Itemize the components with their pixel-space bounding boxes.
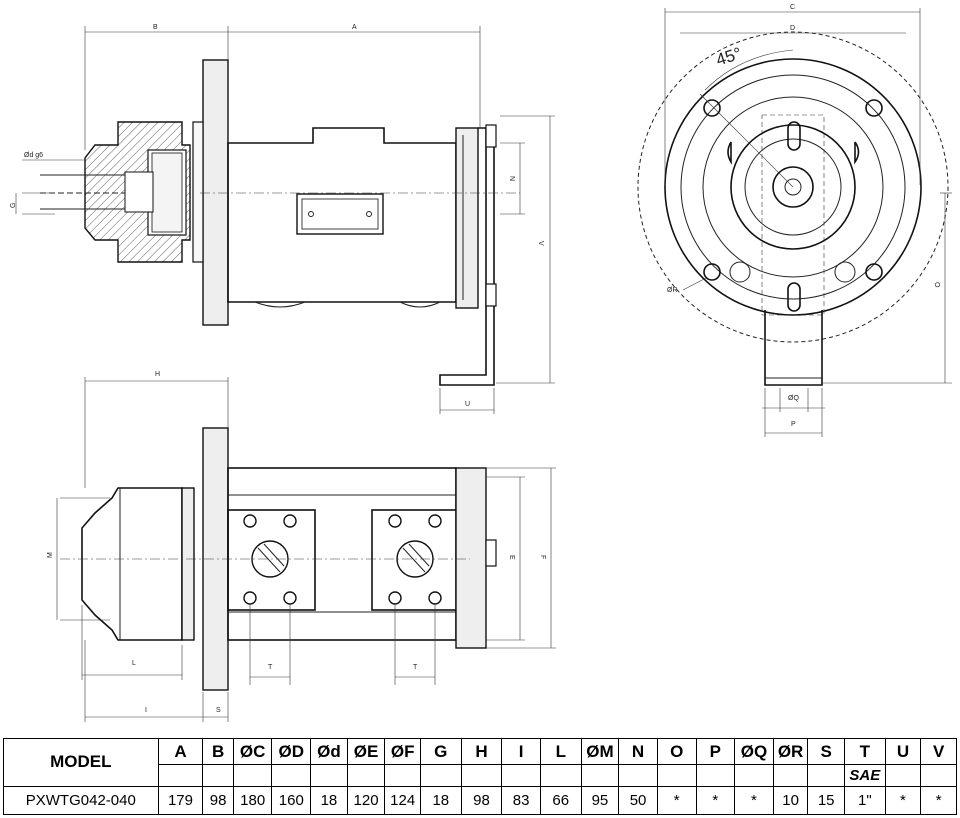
header-cell: H [460,737,503,766]
cell: 10 [772,785,809,816]
header-cell: A [157,737,204,766]
cell: * [884,785,922,816]
header-cell: U [884,737,922,766]
cell: 179 [157,785,204,816]
cell: 83 [501,785,541,816]
header-cell: L [539,737,582,766]
table-row: PXWTG042-040 179 98 180 160 18 120 124 1… [3,785,957,816]
technical-drawing: B A Ød g6 G N V U [10,4,952,722]
spec-table: MODEL A B ØC ØD Ød ØE ØF G H I L ØM N O … [3,737,957,816]
dim-label-OQ: ØQ [788,395,799,402]
table-header-row: MODEL A B ØC ØD Ød ØE ØF G H I L ØM N O … [3,737,957,787]
header-cell: S [807,737,845,766]
cell: * [734,785,774,816]
header-cell: ØE [346,737,386,766]
header-cell: MODEL [3,738,159,787]
cell: 1" [843,785,886,816]
cell: 95 [580,785,620,816]
dim-label-U: U [465,401,470,408]
dim-label-D: D [790,25,795,32]
header-cell: O [656,737,697,766]
dim-label-OR: ØR [667,287,678,294]
cell: 50 [618,785,658,816]
dim-label-T1: T [268,664,273,671]
header-cell: ØF [384,737,421,766]
port-block-inlet [227,509,316,611]
dim-label-F: F [539,555,546,559]
cell: 98 [460,785,503,816]
dim-label-B: B [153,24,158,31]
cell: 120 [346,785,386,816]
cell: 160 [271,785,312,816]
dim-label-dg6: Ød g6 [24,152,43,159]
dim-label-S: S [216,707,221,714]
dim-label-I: I [145,707,147,714]
cell: PXWTG042-040 [3,785,159,816]
cell: 180 [232,785,273,816]
cell: * [656,785,697,816]
cell: 18 [310,785,348,816]
cell: 15 [807,785,845,816]
side-view: B A Ød g6 G N V U [10,24,555,414]
dim-label-T2: T [413,664,418,671]
sae-label: SAE [843,764,886,787]
dim-label-A: A [352,24,357,31]
header-cell: T [843,737,886,766]
dim-label-E: E [508,555,515,560]
header-cell: ØC [232,737,273,766]
top-view: H M L I S T T E F [47,371,556,722]
coupling-housing [81,487,183,641]
front-view: 45° C D ØR O ØQ P [637,4,952,437]
dim-label-N: N [508,176,515,181]
cell: 18 [419,785,462,816]
cell: 124 [384,785,421,816]
header-cell: ØR [772,737,809,766]
dim-label-M: M [47,552,54,558]
dim-label-L: L [132,660,136,667]
header-cell: B [202,737,234,766]
angle-label: 45° [714,44,744,70]
header-cell: G [419,737,462,766]
header-cell: N [618,737,658,766]
header-cell: I [501,737,541,766]
cell: * [920,785,957,816]
header-cell: V [920,737,957,766]
dim-label-H: H [155,371,160,378]
dim-label-O: O [933,282,940,288]
header-cell: ØQ [734,737,774,766]
mounting-flange [202,59,229,326]
cell: 98 [202,785,234,816]
dim-label-C: C [790,4,795,11]
cell: 66 [539,785,582,816]
cell: * [695,785,736,816]
dim-label-V: V [537,241,544,246]
dim-label-P: P [791,421,796,428]
header-cell: ØM [580,737,620,766]
header-cell: P [695,737,736,766]
header-cell: Ød [310,737,348,766]
header-cell: ØD [271,737,312,766]
dim-label-G: G [10,203,17,208]
